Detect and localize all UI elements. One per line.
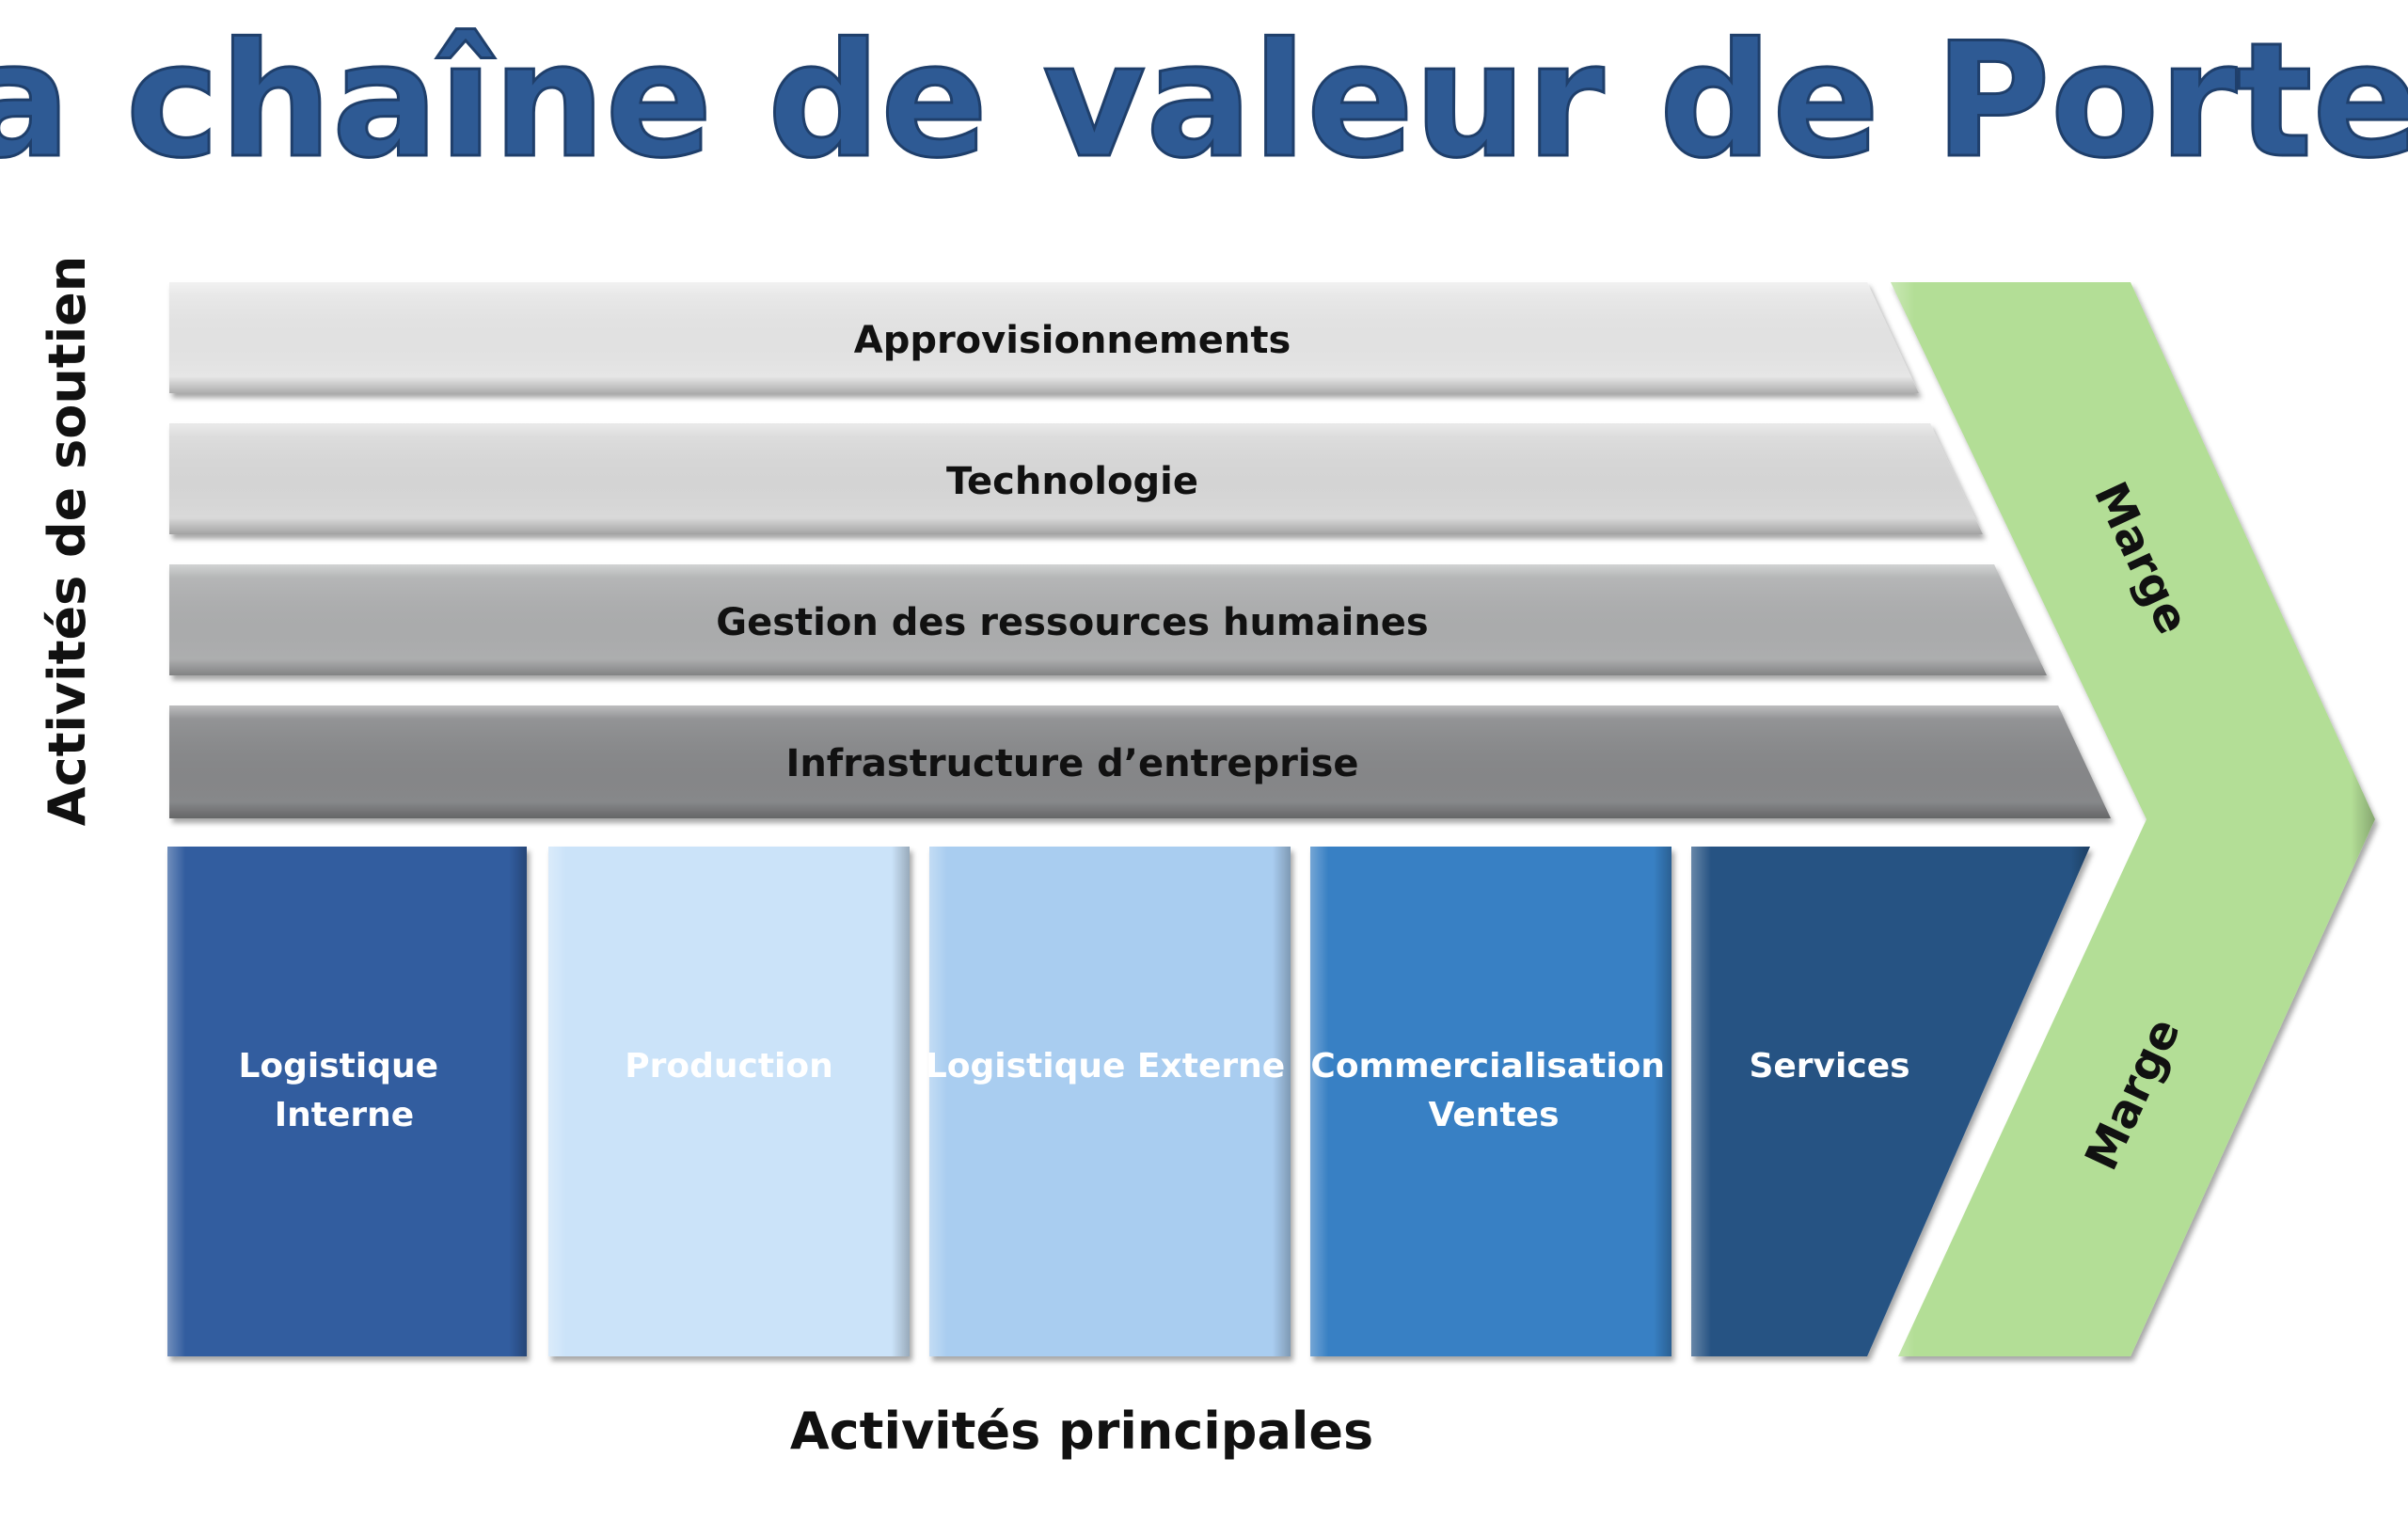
primary-activities-axis-label: Activités principales (790, 1402, 1373, 1461)
primary-activity-block: Services (1691, 847, 2090, 1356)
support-bar-label: Approvisionnements (854, 319, 1291, 362)
page-title: La chaîne de valeur de Porter (0, 8, 2408, 193)
support-bar-label: Infrastructure d’entreprise (785, 742, 1358, 785)
primary-activity-block: Commercialisation Ventes (1310, 847, 1676, 1356)
primary-activity-block: Production (548, 847, 910, 1356)
support-bar: Gestion des ressources humaines (169, 564, 2047, 675)
primary-activity-label: Logistique Externe (926, 1047, 1285, 1085)
primary-activity-label: Production (625, 1047, 833, 1085)
primary-activity-label-line: Services (1749, 1047, 1909, 1085)
primary-activity-label-line: Logistique Externe (926, 1047, 1285, 1085)
primary-activity-label-line: Ventes (1429, 1096, 1560, 1134)
support-bar: Technologie (169, 423, 1983, 534)
primary-activity-block: Logistique Interne (167, 847, 527, 1356)
support-activities-axis-label: Activités de soutien (38, 256, 97, 826)
primary-activity-label-line: Commercialisation (1310, 1047, 1665, 1085)
support-bar-label: Technologie (946, 460, 1198, 503)
primary-activity-label: Commercialisation Ventes (1310, 1047, 1676, 1134)
support-bar-label: Gestion des ressources humaines (716, 601, 1428, 644)
primary-activities: Logistique Interne Production Logistique… (167, 847, 2090, 1356)
margin-chevron: Marge Marge (1891, 282, 2375, 1356)
support-activities: Approvisionnements Technologie Gestion d… (169, 282, 2111, 818)
primary-activity-label-line: Interne (275, 1096, 414, 1134)
primary-activity-block: Logistique Externe (926, 847, 1291, 1356)
primary-activity-label: Services (1749, 1047, 1909, 1085)
support-bar: Approvisionnements (169, 282, 1919, 393)
support-bar: Infrastructure d’entreprise (169, 705, 2111, 818)
primary-activity-label-line: Logistique (238, 1047, 438, 1085)
primary-activity-label: Logistique Interne (238, 1047, 450, 1134)
primary-activity-label-line: Production (625, 1047, 833, 1085)
